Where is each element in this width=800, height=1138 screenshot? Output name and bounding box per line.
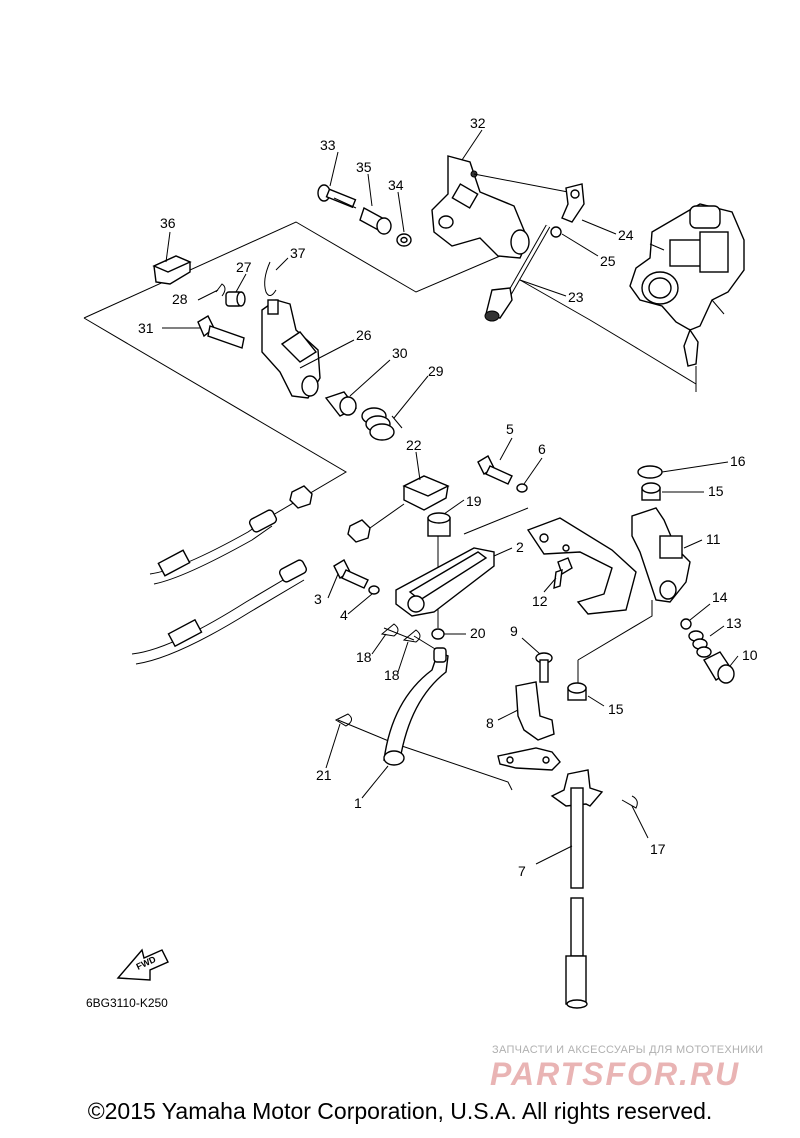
callout-27: 27 (236, 259, 252, 275)
part-18-pin-b (402, 629, 421, 643)
callout-9: 9 (510, 623, 518, 639)
callout-18a: 18 (356, 649, 372, 665)
part-30-collar (324, 391, 358, 417)
callout-6: 6 (538, 441, 546, 457)
part-11-detent-lever (631, 507, 691, 603)
callout-33: 33 (320, 137, 336, 153)
callout-19: 19 (466, 493, 482, 509)
callout-12: 12 (532, 593, 548, 609)
part-22-joint (402, 475, 450, 511)
diagram-code: 6BG3110-K250 (86, 996, 168, 1010)
throttle-body-assembly (629, 203, 745, 367)
callout-15b: 15 (608, 701, 624, 717)
callout-35: 35 (356, 159, 372, 175)
watermark-tagline: ЗАПЧАСТИ И АКСЕССУАРЫ ДЛЯ МОТОТЕХНИКИ (492, 1044, 764, 1056)
copyright-notice: ©2015 Yamaha Motor Corporation, U.S.A. A… (87, 1098, 713, 1124)
callout-17: 17 (650, 841, 666, 857)
part-1-shift-rod-lever (383, 647, 449, 766)
callout-16: 16 (730, 453, 746, 469)
callout-23: 23 (568, 289, 584, 305)
shift-throttle-cables (131, 485, 405, 665)
watermark-brand: PARTSFOR.RU (490, 1056, 741, 1092)
part-4-washer (368, 585, 380, 595)
callout-32: 32 (470, 115, 486, 131)
callout-30: 30 (392, 345, 408, 361)
part-24-link (561, 183, 585, 223)
part-10-plug (703, 651, 735, 684)
part-25-washer (550, 226, 562, 238)
callout-28: 28 (172, 291, 188, 307)
callout-20: 20 (470, 625, 486, 641)
part-27-collar (225, 291, 246, 307)
callout-26: 26 (356, 327, 372, 343)
part-20-washer (431, 628, 445, 640)
part-35-collar (359, 206, 392, 235)
part-19-collar (427, 512, 451, 537)
part-14-ball (680, 618, 692, 630)
part-18-pin-a (380, 623, 399, 637)
callout-13: 13 (726, 615, 742, 631)
part-15-collar-lower (567, 682, 587, 701)
callout-7: 7 (518, 863, 526, 879)
leader-lines (162, 129, 739, 865)
part-16-washer (637, 465, 663, 479)
part-23-throttle-rod (484, 224, 551, 322)
callout-10: 10 (742, 647, 758, 663)
part-28-pin (215, 283, 226, 297)
part-5-bolt (477, 455, 513, 485)
part-8-lever (497, 681, 561, 771)
part-17-pin (621, 795, 638, 809)
part-29-spring (361, 407, 403, 441)
callout-36: 36 (160, 215, 176, 231)
callout-3: 3 (314, 591, 322, 607)
callout-15a: 15 (708, 483, 724, 499)
callout-5: 5 (506, 421, 514, 437)
part-32-throttle-bracket (431, 155, 569, 259)
part-15-collar-upper (641, 482, 661, 501)
callout-14: 14 (712, 589, 728, 605)
callout-22: 22 (406, 437, 422, 453)
group-outline-lines (83, 221, 697, 791)
part-7-shift-shaft (550, 769, 604, 1009)
part-33-bolt (317, 184, 357, 209)
callout-1: 1 (354, 795, 362, 811)
callout-4: 4 (340, 607, 348, 623)
part-6-washer (516, 483, 528, 493)
callout-31: 31 (138, 320, 154, 336)
callout-2: 2 (516, 539, 524, 555)
part-21-pin (334, 713, 352, 727)
part-31-bolt (197, 315, 245, 349)
part-9-bolt (535, 652, 553, 683)
part-3-bolt (333, 559, 369, 589)
part-36-joint (152, 255, 192, 285)
callout-8: 8 (486, 715, 494, 731)
part-12-bolt (553, 557, 573, 590)
part-26-lever (261, 299, 321, 399)
callout-11: 11 (706, 531, 721, 547)
part-34-washer (396, 233, 412, 247)
callout-25: 25 (600, 253, 616, 269)
callout-29: 29 (428, 363, 444, 379)
bracket-plate (526, 517, 637, 615)
callout-18b: 18 (384, 667, 400, 683)
callout-numbers: 33 35 34 32 24 25 23 36 37 27 28 31 26 3… (138, 115, 758, 879)
callout-24: 24 (618, 227, 634, 243)
part-13-spring (688, 630, 712, 658)
callout-21: 21 (316, 767, 332, 783)
part-37-clip (264, 261, 277, 296)
fwd-arrow-icon: FWD (116, 948, 169, 981)
callout-37: 37 (290, 245, 306, 261)
part-2-shift-lever (395, 547, 495, 617)
callout-34: 34 (388, 177, 404, 193)
